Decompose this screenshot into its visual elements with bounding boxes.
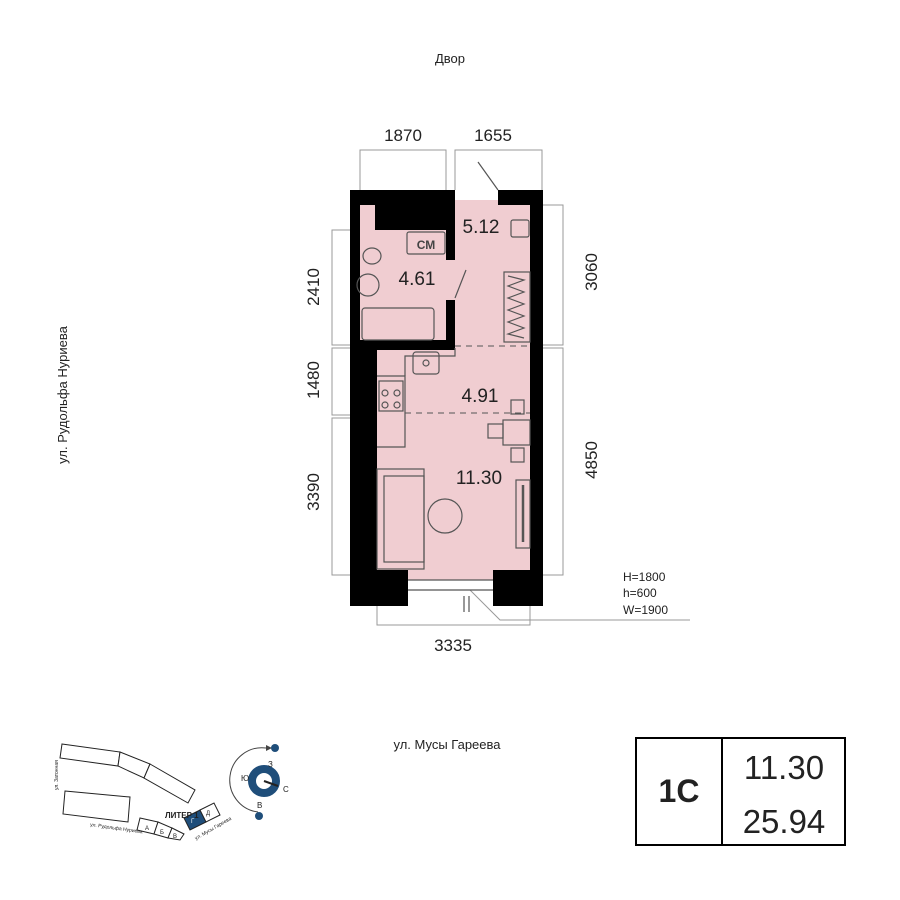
- street-left-label: ул. Рудольфа Нуриева: [55, 325, 70, 463]
- section-a: А: [145, 826, 149, 832]
- tv-stand: [515, 479, 531, 549]
- hall-cabinet: [510, 219, 530, 238]
- liter-label: ЛИТЕР 1: [165, 811, 199, 820]
- window-height: H=1800: [623, 570, 666, 584]
- dimension-lines: [331, 149, 690, 626]
- zone-dividers: [405, 345, 530, 414]
- section-g: Г: [191, 819, 195, 825]
- apartment-floor: [355, 200, 535, 580]
- washer-label: СМ: [417, 238, 436, 252]
- site-street-1: ул. Затонная: [54, 760, 60, 790]
- bathtub-icon: [361, 307, 435, 341]
- site-street-2: ул. Рудольфа Нуриева: [90, 822, 143, 835]
- dim-bottom: 3335: [434, 636, 472, 655]
- compass-e: С: [283, 785, 289, 794]
- sink-icon: [356, 273, 380, 297]
- compass-n: З: [268, 760, 273, 769]
- toilet-icon: [362, 247, 382, 265]
- courtyard-label: Двор: [435, 51, 465, 66]
- total-area: 25.94: [743, 803, 826, 840]
- dim-right-bottom: 4850: [582, 441, 601, 479]
- room-area-living: 11.30: [456, 468, 502, 489]
- dim-left-mid: 1480: [304, 361, 323, 399]
- room-area-kitchen: 4.91: [462, 386, 499, 407]
- apartment-type: 1С: [659, 773, 700, 809]
- compass-w: Ю: [241, 774, 249, 783]
- section-b: Б: [160, 830, 164, 836]
- compass-icon: [229, 744, 280, 820]
- site-plan: [59, 743, 221, 841]
- summary-box: [635, 737, 846, 846]
- section-v: В: [173, 834, 177, 840]
- bathroom-door: [454, 269, 467, 299]
- room-area-hall: 5.12: [463, 217, 500, 238]
- walls: [350, 190, 543, 606]
- entry-door: [477, 161, 499, 191]
- section-d: Д: [206, 811, 210, 817]
- room-area-bathroom: 4.61: [399, 269, 436, 290]
- round-table: [427, 498, 463, 534]
- wardrobe: [503, 271, 531, 343]
- kitchen-sink: [412, 351, 440, 375]
- fixtures: [356, 161, 531, 612]
- compass-s: В: [257, 801, 262, 810]
- dim-left-bottom: 3390: [304, 473, 323, 511]
- washing-machine: [406, 231, 446, 255]
- dim-left-top: 2410: [304, 268, 323, 306]
- window-sill: h=600: [623, 586, 657, 600]
- dim-top-left: 1870: [384, 126, 422, 145]
- street-bottom-label: ул. Мусы Гареева: [393, 737, 501, 752]
- dim-right-top: 3060: [582, 253, 601, 291]
- dim-top-right: 1655: [474, 126, 512, 145]
- stove-icon: [378, 380, 404, 412]
- living-area: 11.30: [744, 749, 824, 786]
- window-width: W=1900: [623, 603, 668, 617]
